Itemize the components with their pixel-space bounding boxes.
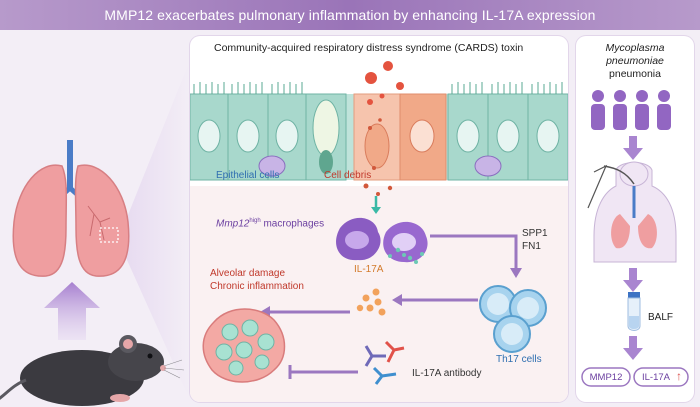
up-arrow-icon: ↑	[676, 369, 682, 383]
mmp12-marker: MMP12	[582, 372, 630, 383]
balf-label: BALF	[648, 312, 673, 323]
clinical-panel: Mycoplasma pneumoniae pneumonia BALF MMP…	[576, 36, 694, 402]
chronic-inflammation-label: Chronic inflammation	[210, 281, 304, 292]
macrophage-gene: Mmp12	[216, 218, 249, 229]
il17a-antibody-label: IL-17A antibody	[412, 368, 482, 379]
th17-label: Th17 cells	[496, 354, 542, 365]
cell-debris-label: Cell debris	[324, 170, 371, 181]
lung-icon	[13, 140, 129, 276]
alveoli-icon	[203, 309, 284, 382]
macrophage-label: Mmp12high macrophages	[216, 218, 324, 229]
macrophage-suffix: macrophages	[261, 218, 324, 229]
mouse-icon	[0, 335, 184, 406]
fn1-label: FN1	[522, 241, 541, 252]
people-icon	[591, 90, 671, 130]
tube-icon	[628, 292, 640, 331]
clinical-drawing	[576, 36, 694, 402]
mechanism-panel: Community-acquired respiratory distress …	[190, 36, 568, 402]
organism-line1: Mycoplasma	[576, 42, 694, 54]
spp1-label: SPP1	[522, 228, 548, 239]
up-arrow-icon	[44, 282, 100, 340]
epithelial-cells-label: Epithelial cells	[216, 170, 279, 181]
cards-toxin-label: Community-acquired respiratory distress …	[214, 42, 523, 54]
disease-label: pneumonia	[576, 68, 694, 80]
il17a-marker: IL-17A	[636, 372, 676, 383]
il17a-label: IL-17A	[354, 264, 383, 275]
macrophage-superscript: high	[249, 218, 260, 224]
alveolar-damage-label: Alveolar damage	[210, 268, 285, 279]
organism-line2: pneumoniae	[576, 55, 694, 67]
patient-bronchoscopy-icon	[588, 162, 676, 262]
